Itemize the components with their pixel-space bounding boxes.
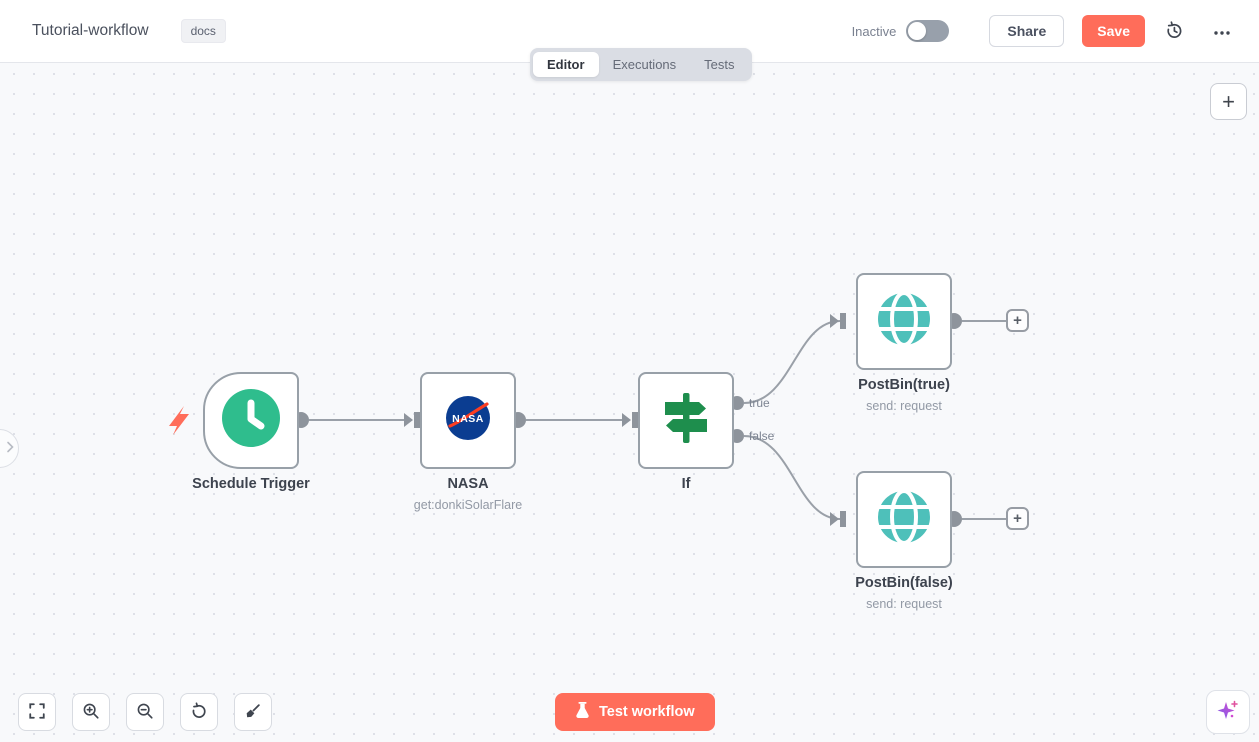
node-label: PostBin(true) [858, 377, 950, 393]
zoom-out-icon [136, 702, 154, 723]
globe-icon [876, 489, 932, 550]
globe-icon [876, 291, 932, 352]
tidy-up-button[interactable] [234, 693, 272, 731]
active-toggle[interactable] [906, 20, 950, 42]
node-postbin-false[interactable]: PostBin(false) send: request [855, 471, 953, 611]
tidy-up-icon [244, 702, 262, 723]
tab-tests[interactable]: Tests [704, 57, 735, 72]
fit-view-icon [28, 702, 46, 723]
add-node-after-postbin-true[interactable]: + [1006, 309, 1029, 332]
input-port[interactable] [840, 511, 846, 527]
flask-icon [575, 701, 590, 723]
more-ellipsis-icon [1213, 24, 1231, 39]
zoom-in-button[interactable] [72, 693, 110, 731]
workflow-tag-docs[interactable]: docs [180, 19, 226, 43]
trigger-bolt-icon [169, 406, 189, 435]
node-subtitle: send: request [866, 597, 942, 611]
test-workflow-label: Test workflow [599, 704, 695, 720]
input-port[interactable] [840, 313, 846, 329]
zoom-in-icon [82, 702, 100, 723]
nasa-logo-icon: NASA [444, 394, 492, 447]
connection-wires [169, 313, 1006, 527]
input-arrow-icon [404, 413, 413, 427]
workflow-history-button[interactable] [1159, 16, 1189, 46]
toggle-knob [908, 22, 927, 40]
add-node-after-postbin-false[interactable]: + [1006, 507, 1029, 530]
ai-sparkle-icon [1216, 699, 1240, 726]
node-schedule-trigger[interactable]: Schedule Trigger [192, 372, 310, 492]
clock-icon [222, 389, 280, 452]
node-label: If [681, 476, 691, 492]
connection-if-true-to-postbin[interactable] [743, 320, 841, 404]
view-tabs: Editor Executions Tests [530, 48, 752, 81]
input-arrow-icon [830, 314, 839, 328]
input-arrow-icon [622, 413, 631, 427]
output-label-true: true [749, 396, 770, 410]
node-label: Schedule Trigger [192, 476, 310, 492]
active-status-label: Inactive [851, 23, 897, 39]
save-button[interactable]: Save [1082, 15, 1145, 47]
node-nasa[interactable]: NASA NASA get:donkiSolarFlare [414, 372, 522, 512]
tab-editor[interactable]: Editor [533, 52, 599, 77]
reset-zoom-icon [190, 701, 208, 723]
node-if[interactable]: If [638, 372, 734, 492]
node-subtitle: get:donkiSolarFlare [413, 498, 523, 512]
reset-zoom-button[interactable] [180, 693, 218, 731]
share-button[interactable]: Share [989, 15, 1065, 47]
fit-view-button[interactable] [18, 693, 56, 731]
test-workflow-button[interactable]: Test workflow [555, 693, 715, 731]
node-postbin-true[interactable]: PostBin(true) send: request [856, 273, 952, 413]
sidebar-expand-handle[interactable] [0, 429, 19, 468]
svg-text:NASA: NASA [452, 413, 484, 425]
zoom-out-button[interactable] [126, 693, 164, 731]
node-label: PostBin(false) [855, 575, 953, 591]
input-arrow-icon [830, 512, 839, 526]
signpost-icon [662, 392, 710, 449]
chevron-right-icon [6, 440, 14, 458]
tab-executions[interactable]: Executions [612, 57, 677, 72]
node-subtitle: send: request [866, 399, 942, 413]
node-label: NASA [447, 476, 489, 492]
workflow-title[interactable]: Tutorial-workflow [32, 22, 149, 39]
canvas-zoom-toolbar [18, 693, 272, 731]
more-options-button[interactable] [1207, 16, 1237, 46]
add-node-button[interactable]: + [1210, 83, 1247, 120]
connection-if-false-to-postbin[interactable] [743, 435, 841, 520]
history-icon [1164, 20, 1184, 43]
workflow-canvas[interactable]: Schedule Trigger NASA NASA get:donkiSola… [0, 63, 1259, 742]
header-actions: Inactive Share Save [852, 15, 1237, 47]
output-label-false: false [749, 429, 775, 443]
ai-assistant-button[interactable] [1206, 690, 1250, 734]
